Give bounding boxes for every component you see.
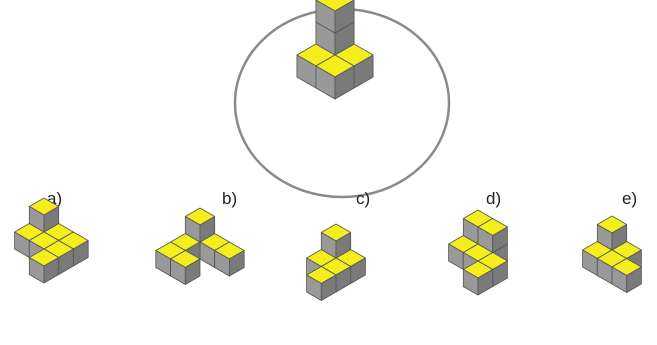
option-figure-d[interactable] (448, 209, 508, 296)
option-figure-b[interactable] (155, 207, 245, 285)
cube-right-face (477, 269, 494, 296)
cube-right-face (334, 65, 355, 100)
cube-right-face (184, 258, 201, 285)
option-figure-e[interactable] (582, 215, 642, 293)
option-label-c: c) (356, 189, 370, 208)
cube-right-face (626, 266, 642, 293)
cube-right-face (43, 257, 60, 284)
cube-right-face (334, 0, 355, 34)
option-label-b: b) (222, 189, 237, 208)
option-label-e: e) (622, 189, 637, 208)
option-label-d: d) (486, 189, 501, 208)
option-figure-a[interactable] (14, 197, 89, 284)
cube-right-face (199, 216, 216, 243)
target-figure (296, 0, 374, 100)
option-figure-c[interactable] (306, 223, 366, 301)
cube-right-face (228, 250, 245, 277)
cube-right-face (320, 274, 337, 301)
